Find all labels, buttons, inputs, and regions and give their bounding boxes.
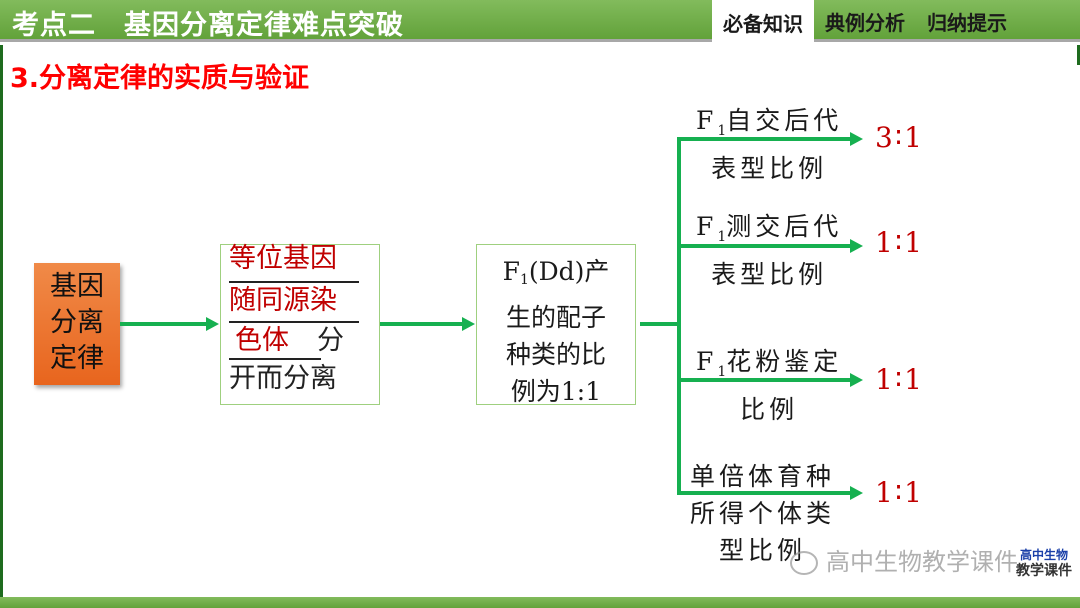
gamete-line-4: 例为1:1: [510, 377, 602, 406]
connector-to-branches: [640, 322, 680, 326]
answer-blank-1: 等位基因: [229, 243, 337, 274]
underline-3: [229, 358, 321, 360]
page-title: 考点二 基因分离定律难点突破: [12, 10, 404, 41]
arrowhead-icon: [206, 317, 219, 331]
gamete-line-1: F1(Dd)产: [502, 257, 610, 288]
branch-arrow-4: [677, 491, 851, 495]
essence-text-fen: 分: [317, 325, 344, 356]
segregation-law-box: 基因 分离 定律: [34, 263, 120, 385]
tab-bar: 必备知识 典例分析 归纳提示: [712, 0, 1018, 53]
header-bar: 考点二 基因分离定律难点突破 必备知识 典例分析 归纳提示: [0, 0, 1080, 53]
arrowhead-icon: [850, 239, 863, 253]
tab-essential-knowledge[interactable]: 必备知识: [712, 0, 814, 53]
branch-trunk: [677, 137, 681, 493]
gamete-line-3: 种类的比: [505, 340, 606, 369]
branch-arrow-2: [677, 244, 851, 248]
root-line-1: 基因: [50, 271, 104, 302]
arrowhead-icon: [850, 486, 863, 500]
branch-1-label: F1自交后代 表型比例: [696, 106, 843, 183]
branch-3-ratio: 1∶1: [875, 363, 924, 396]
left-border: [0, 45, 3, 597]
arrowhead-icon: [850, 132, 863, 146]
root-line-2: 分离: [50, 307, 104, 338]
arrowhead-icon: [462, 317, 475, 331]
underline-1: [229, 281, 359, 283]
wechat-icon: [790, 551, 818, 575]
tab-example-analysis[interactable]: 典例分析: [825, 10, 905, 35]
arrowhead-icon: [850, 373, 863, 387]
branch-2-label: F1测交后代 表型比例: [696, 212, 843, 289]
branch-arrow-1: [677, 137, 851, 141]
gamete-ratio-box: F1(Dd)产 生的配子 种类的比 例为1:1: [476, 244, 636, 406]
right-border: [1077, 45, 1080, 65]
underline-2: [229, 321, 359, 323]
branch-4-ratio: 1∶1: [875, 476, 924, 509]
branch-4-label: 单倍体育种 所得个体类 型比例: [690, 462, 836, 565]
section-title: 3.分离定律的实质与验证: [10, 63, 310, 94]
footer-bar: [0, 597, 1080, 608]
root-line-3: 定律: [50, 343, 104, 374]
arrow-root-to-essence: [120, 322, 208, 326]
branch-3-label: F1花粉鉴定 比例: [696, 347, 843, 424]
arrow-essence-to-gamete: [380, 322, 464, 326]
watermark: 高中生物教学课件: [790, 542, 1018, 577]
publisher-logo: 高中生物 教学课件: [1010, 548, 1078, 596]
gamete-line-2: 生的配子: [505, 303, 606, 332]
essence-box: 等位基因 随同源染 色体分 开而分离: [220, 243, 380, 405]
answer-blank-2: 随同源染: [229, 285, 337, 316]
branch-1-ratio: 3∶1: [875, 121, 924, 154]
tab-summary-tips[interactable]: 归纳提示: [927, 10, 1007, 35]
essence-line-4: 开而分离: [229, 363, 337, 394]
branch-arrow-3: [677, 378, 851, 382]
branch-2-ratio: 1∶1: [875, 226, 924, 259]
answer-blank-3: 色体: [235, 325, 289, 356]
